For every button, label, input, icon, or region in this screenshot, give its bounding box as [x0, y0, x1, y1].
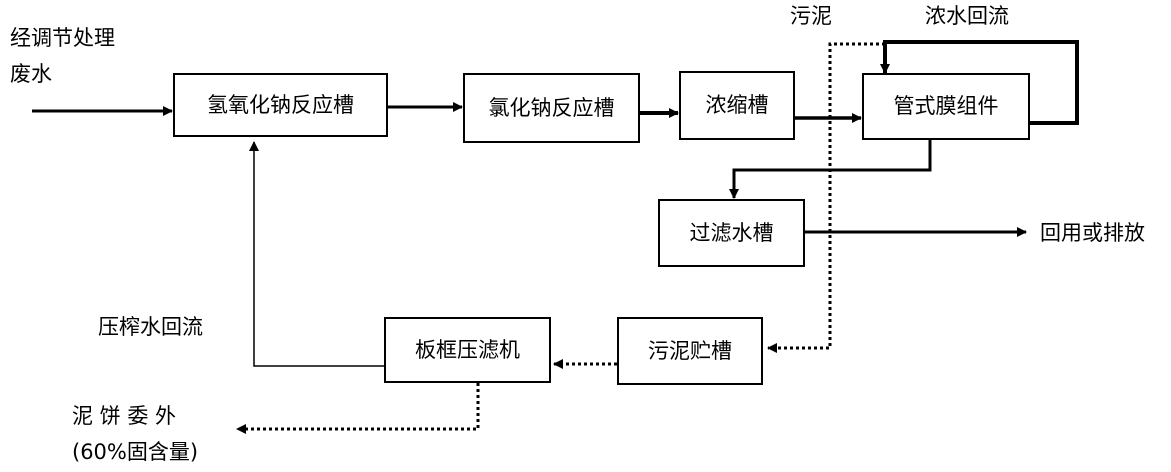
permeate-line — [729, 140, 932, 199]
sludge-storage-tank: 污泥贮槽 — [617, 317, 763, 385]
sludge-line — [767, 42, 885, 353]
thickener-tank: 浓缩槽 — [679, 71, 795, 140]
nacl-reaction-tank: 氯化钠反应槽 — [463, 73, 640, 143]
cake-out-line — [236, 383, 480, 434]
filtrate-tank: 过滤水槽 — [658, 199, 805, 267]
concentrate-reflux-line — [880, 40, 1079, 125]
sludge-label: 污泥 — [790, 4, 832, 28]
naoh-reaction-tank: 氢氧化钠反应槽 — [173, 73, 388, 137]
sludge-cake-label: 泥 饼 委 外 — [72, 404, 177, 428]
plate-frame-filter-press: 板框压滤机 — [384, 317, 551, 383]
tubular-membrane-module: 管式膜组件 — [862, 73, 1030, 140]
input-label-line1: 经调节处理 — [10, 26, 115, 50]
press-water-reflux-label: 压榨水回流 — [98, 315, 203, 339]
concentrate-reflux-label: 浓水回流 — [925, 4, 1009, 28]
solid-content-label: (60%固含量) — [72, 440, 199, 464]
press-water-reflux-line — [249, 141, 384, 367]
reuse-or-discharge-label: 回用或排放 — [1040, 221, 1145, 245]
input-label-line2: 废水 — [10, 62, 52, 86]
